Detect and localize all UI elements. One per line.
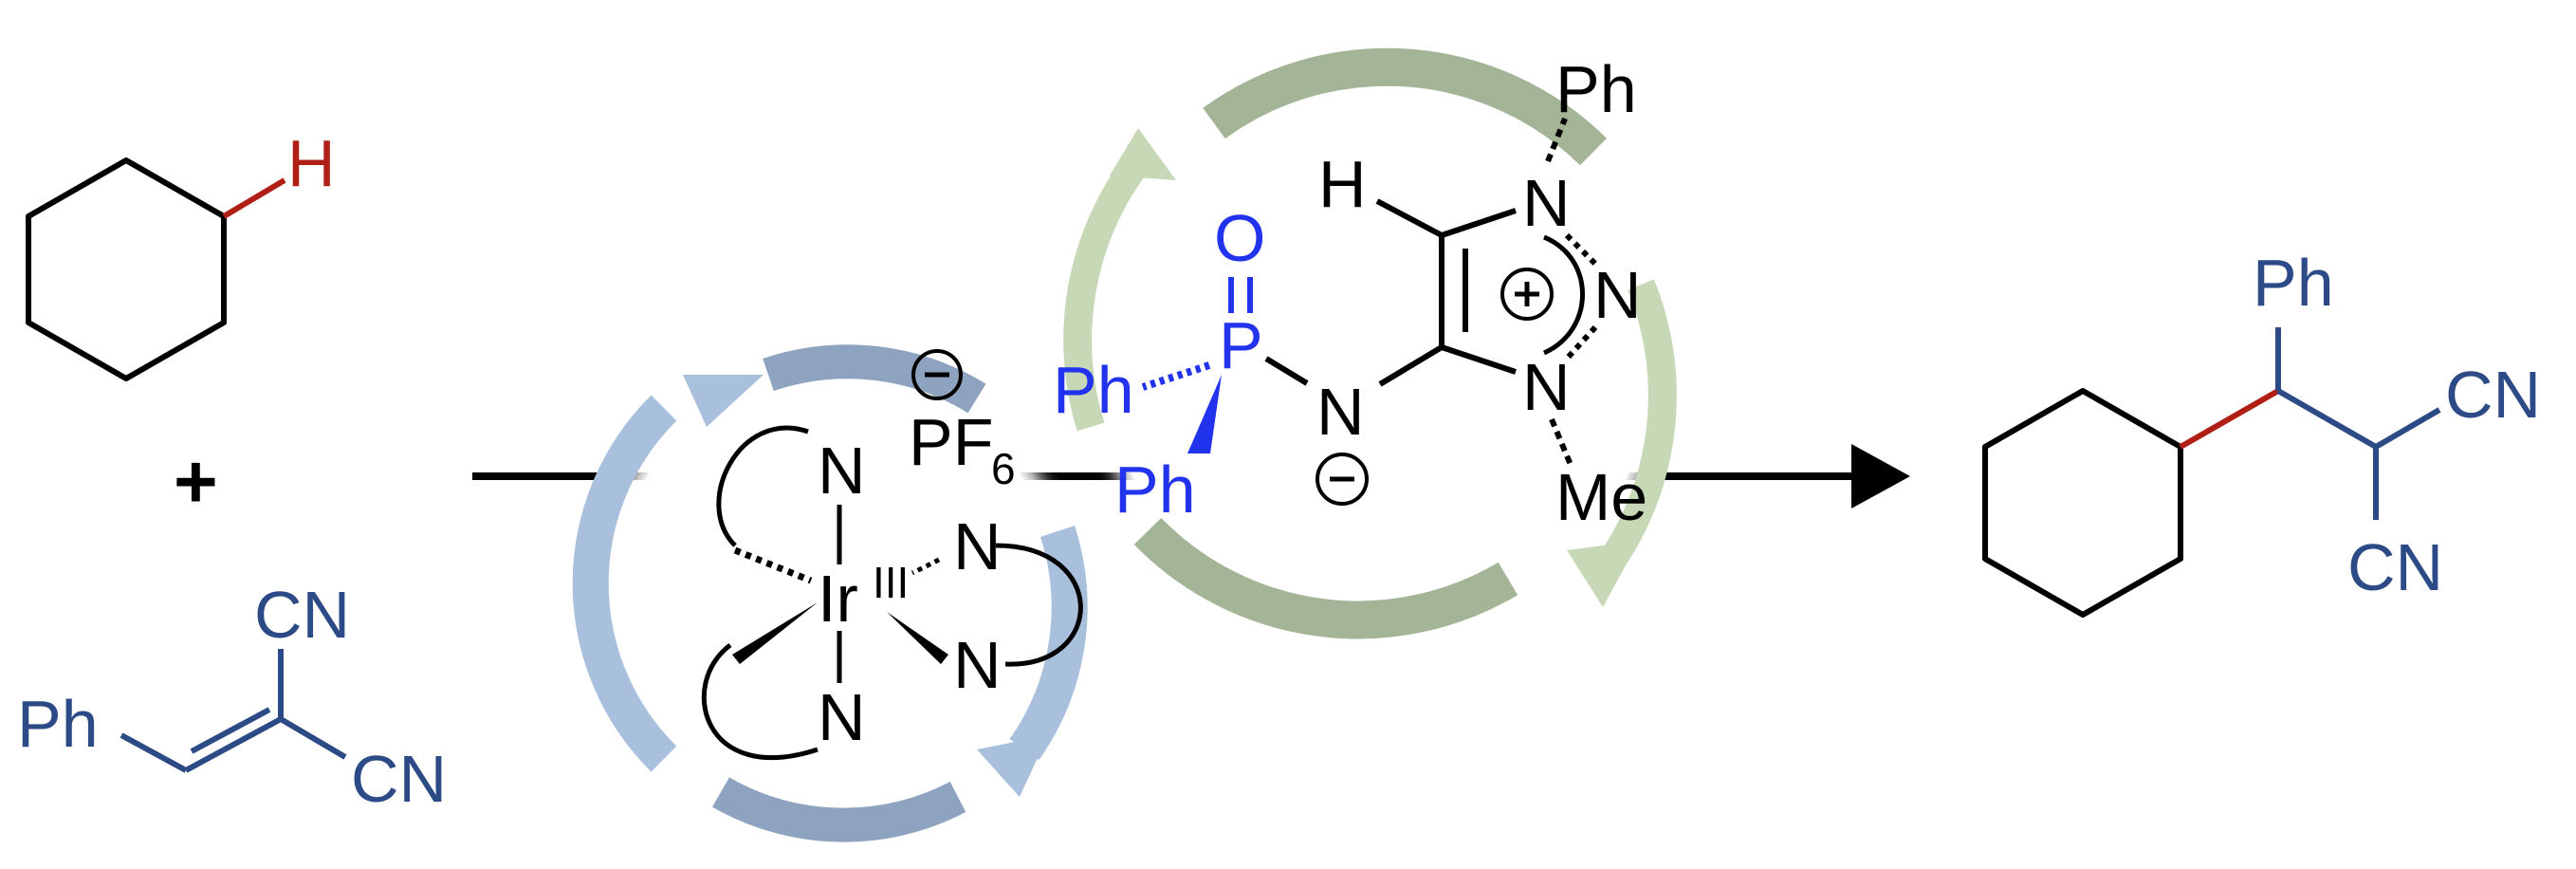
ring-n2-label: N: [1593, 258, 1642, 332]
blue-cycle-arc-bottom: [712, 777, 966, 842]
alkene-double-bond-inner: [190, 707, 271, 754]
green-cycle-arc-right: [1600, 279, 1677, 568]
n-c5-bond: [1378, 344, 1444, 387]
iridium-oxidation-state: III: [873, 558, 909, 607]
benzylidenemalononitrile-reactant: Ph CN CN: [17, 578, 447, 816]
green-cycle-arrowhead-left: [1110, 128, 1176, 180]
ligand-n-right-bottom: N: [953, 628, 1002, 702]
ir-c-upper-left-hashed-bond: [733, 546, 813, 584]
alkene-cyano-bottom-label: CN: [351, 742, 447, 816]
iridium-photocatalyst: Ir III N N N N PF 6: [701, 349, 1083, 761]
ir-n-right-bottom-wedge-bond: [887, 612, 948, 664]
n3-me-bond: [1549, 417, 1573, 467]
ring-n3-label: N: [1522, 350, 1571, 424]
green-cycle-arrowhead-right: [1567, 541, 1639, 607]
ligand-arc-right: [995, 543, 1083, 667]
alkene-ph-bond: [120, 732, 188, 773]
phosphorus-phenyl-bottom-label: Ph: [1114, 453, 1196, 527]
ring-delocalization-arc: [1542, 234, 1585, 356]
reactive-hydrogen-label: H: [287, 126, 336, 200]
ligand-n-top: N: [818, 434, 866, 508]
alkene-phenyl-label: Ph: [17, 687, 99, 761]
blue-cycle-arc-top: [763, 344, 986, 414]
blue-cycle-arrowhead-right: [977, 735, 1048, 797]
n-phenyl-label: Ph: [1555, 52, 1637, 126]
ring-n2-n3-bond: [1564, 324, 1598, 361]
cyclohexane-reactant: H: [26, 126, 336, 381]
product-cyano-bottom-label: CN: [2347, 530, 2443, 604]
product-cn-top-bond: [2374, 407, 2441, 450]
new-c-c-bond: [2179, 388, 2280, 450]
plus-sign: +: [174, 439, 218, 524]
reactive-c-h-bond: [222, 177, 286, 219]
photocatalyst-backdrop: [616, 370, 1053, 806]
amide-nitrogen-label: N: [1316, 375, 1365, 449]
alkene-double-bond-outer: [184, 716, 283, 773]
ring-c5-n3-bond: [1441, 344, 1517, 375]
alkene-cyano-top-label: CN: [254, 578, 350, 652]
c4-h-bond: [1375, 198, 1444, 238]
blue-cycle-arc-left: [572, 395, 677, 772]
product-cyclohexane-ring: [1982, 388, 2183, 618]
p-n-bond: [1264, 356, 1309, 386]
ligand-n-right-top: N: [953, 509, 1002, 583]
ligand-n-bottom: N: [818, 680, 866, 754]
ring-c4-n1-bond: [1441, 208, 1517, 238]
phosphorus-label: P: [1219, 308, 1263, 382]
phosphorus-phenyl-left-label: Ph: [1053, 353, 1134, 427]
ring-charge-circle: [1500, 268, 1554, 321]
cyclohexane-ring: [26, 157, 227, 381]
ligand-arc-upper-left: [716, 425, 809, 547]
green-cycle-arc-top: [1203, 47, 1608, 166]
counterion-label: PF: [909, 405, 993, 479]
product-backbone-bond: [2276, 388, 2378, 450]
n-methyl-label: Me: [1555, 460, 1647, 534]
iridium-label: Ir: [818, 562, 858, 636]
green-cycle-arc-left: [1063, 152, 1150, 432]
alkylation-product: Ph CN CN: [1982, 246, 2541, 618]
ring-n1-label: N: [1522, 166, 1571, 240]
counterion-subscript: 6: [991, 444, 1016, 493]
triazolium-organocatalyst: P O Ph Ph N H N N N Ph Me: [1053, 52, 1647, 534]
blue-cycle-arrowhead-left: [683, 375, 764, 427]
p-ph-left-hashed-bond: [1141, 361, 1211, 391]
ligand-arc-lower-left: [701, 642, 819, 761]
ir-c-lower-left-wedge-bond: [732, 602, 818, 664]
triazolium-h-label: H: [1318, 147, 1367, 221]
p-ph-bottom-wedge-bond: [1187, 375, 1222, 453]
amide-charge-circle: [1316, 453, 1369, 506]
green-cycle-arc-bottom: [1133, 517, 1518, 639]
product-cyano-top-label: CN: [2445, 358, 2541, 432]
alkene-cn-bottom-bond: [279, 716, 347, 760]
counterion-charge-circle: [911, 349, 963, 400]
oxygen-label: O: [1214, 201, 1265, 275]
reaction-arrow-head: [1851, 444, 1910, 508]
organocatalyst-cycle: [1063, 47, 1677, 656]
product-phenyl-label: Ph: [2253, 246, 2334, 320]
organocatalyst-backdrop: [1113, 107, 1647, 642]
photocatalyst-cycle: [572, 344, 1088, 842]
